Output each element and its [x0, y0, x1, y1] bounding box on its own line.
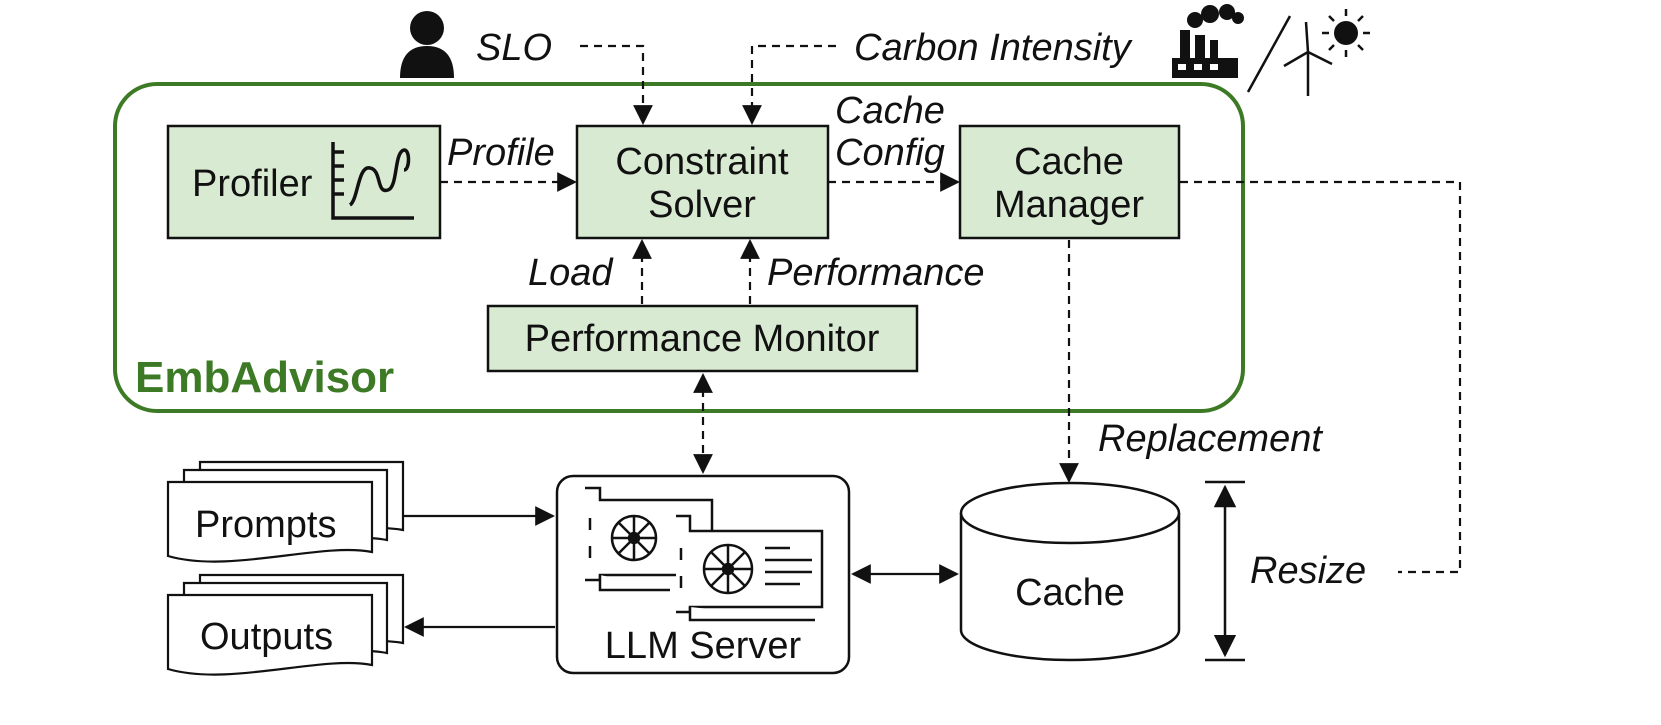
constraint-solver-label-line1: Constraint [615, 141, 789, 183]
constraint-solver-label-line2: Solver [648, 184, 756, 226]
performance-monitor-label: Performance Monitor [525, 318, 880, 360]
constraint-solver-box [575, 124, 830, 240]
cache-config-label-line1: Cache [835, 90, 945, 132]
prompts-label: Prompts [195, 504, 336, 546]
cache-manager-label-line2: Manager [994, 184, 1144, 226]
separator-slash [1246, 15, 1292, 93]
factory-icon [1172, 4, 1244, 78]
profiler-label: Profiler [192, 163, 313, 205]
cache-label: Cache [1015, 572, 1125, 614]
gpu-card-icon [676, 514, 824, 622]
prompts-stack [166, 460, 405, 563]
carbon-intensity-arrow [742, 44, 836, 125]
resize-label: Resize [1250, 550, 1366, 592]
load-label: Load [528, 252, 614, 294]
slo-arrow [580, 44, 653, 125]
replacement-label: Replacement [1098, 418, 1323, 460]
line-chart-icon [331, 142, 414, 220]
sun-icon [1322, 9, 1370, 57]
resize-indicator [1205, 480, 1245, 662]
carbon-intensity-label: Carbon Intensity [854, 27, 1133, 69]
embadvisor-label: EmbAdvisor [135, 353, 394, 402]
slo-label: SLO [476, 27, 552, 69]
wind-turbine-icon [1283, 21, 1333, 96]
cache-config-label-line2: Config [835, 132, 945, 174]
user-icon [400, 11, 454, 78]
resize-line [1180, 180, 1462, 574]
cache-manager-box [958, 124, 1181, 240]
performance-label: Performance [767, 252, 985, 294]
outputs-label: Outputs [200, 616, 333, 658]
performance-monitor-box [486, 304, 919, 373]
outputs-stack [166, 573, 405, 676]
profile-label: Profile [447, 132, 555, 174]
cache-manager-label-line1: Cache [1014, 141, 1124, 183]
llm-server-label: LLM Server [605, 625, 802, 667]
cache-cylinder [959, 481, 1181, 662]
embadvisor-container [113, 82, 1245, 413]
